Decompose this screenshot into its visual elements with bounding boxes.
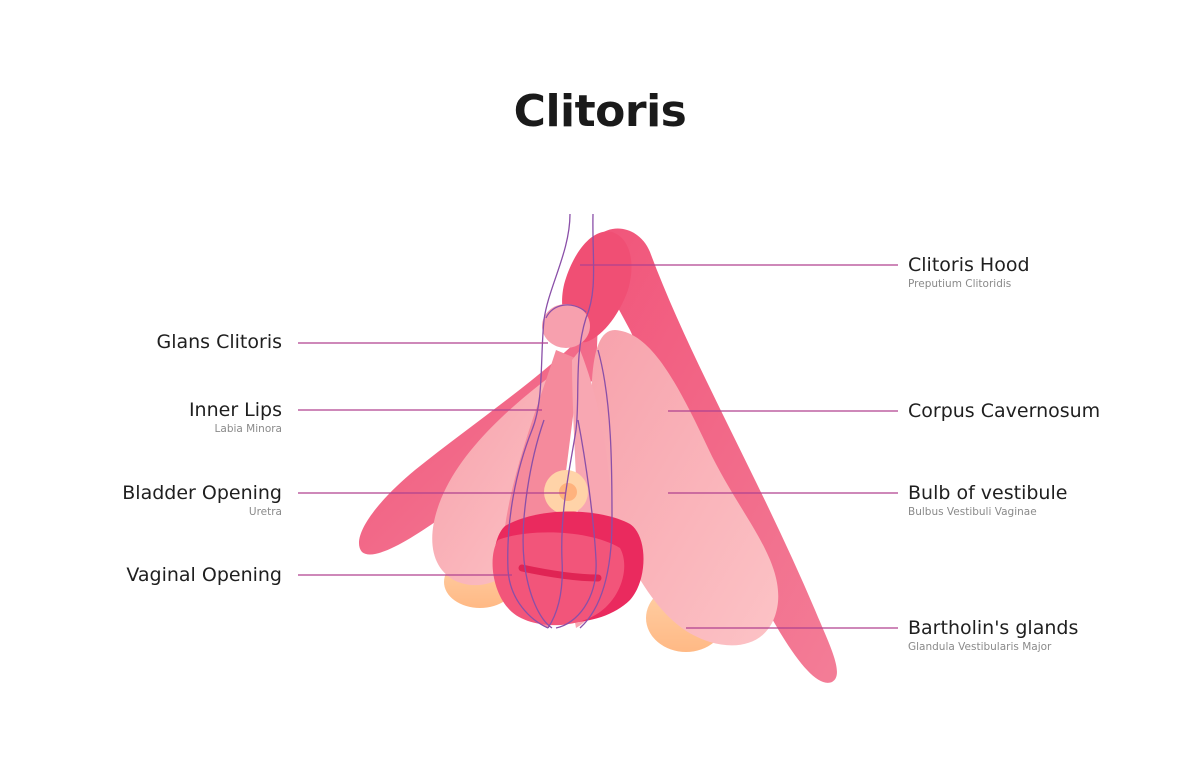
label-bulb-of-vestibule: Bulb of vestibule Bulbus Vestibuli Vagin… (908, 481, 1067, 519)
label-clitoris-hood: Clitoris Hood Preputium Clitoridis (908, 253, 1030, 291)
label-bulb-of-vestibule-name: Bulb of vestibule (908, 482, 1068, 504)
label-bartholins-glands-name: Bartholin's glands (908, 617, 1079, 639)
label-inner-lips-name: Inner Lips (188, 399, 282, 421)
label-glans-clitoris-name: Glans Clitoris (156, 331, 282, 353)
label-corpus-cavernosum: Corpus Cavernosum (908, 399, 1100, 423)
label-bulb-of-vestibule-latin: Bulbus Vestibuli Vaginae (908, 506, 1037, 518)
label-bartholins-glands: Bartholin's glands Glandula Vestibularis… (908, 616, 1078, 654)
corpus-cavernosum-shape (358, 228, 837, 683)
outline-strokes (507, 213, 613, 629)
label-bartholins-glands-latin: Glandula Vestibularis Major (908, 641, 1052, 653)
label-bladder-opening: Bladder Opening Uretra (122, 481, 282, 519)
label-clitoris-hood-name: Clitoris Hood (908, 254, 1030, 276)
leader-lines (298, 264, 898, 629)
label-bladder-opening-name: Bladder Opening (122, 482, 282, 504)
label-inner-lips-latin: Labia Minora (214, 423, 282, 435)
label-bladder-opening-latin: Uretra (248, 506, 282, 518)
label-vaginal-opening-name: Vaginal Opening (126, 564, 282, 586)
diagram-title: Clitoris (513, 86, 687, 137)
clitoris-hood-shape (542, 231, 632, 348)
label-vaginal-opening: Vaginal Opening (126, 563, 282, 587)
vaginal-opening-shape (492, 511, 644, 626)
label-corpus-cavernosum-name: Corpus Cavernosum (908, 400, 1101, 422)
label-inner-lips: Inner Lips Labia Minora (189, 398, 282, 436)
label-glans-clitoris: Glans Clitoris (156, 330, 282, 354)
label-clitoris-hood-latin: Preputium Clitoridis (908, 278, 1012, 290)
